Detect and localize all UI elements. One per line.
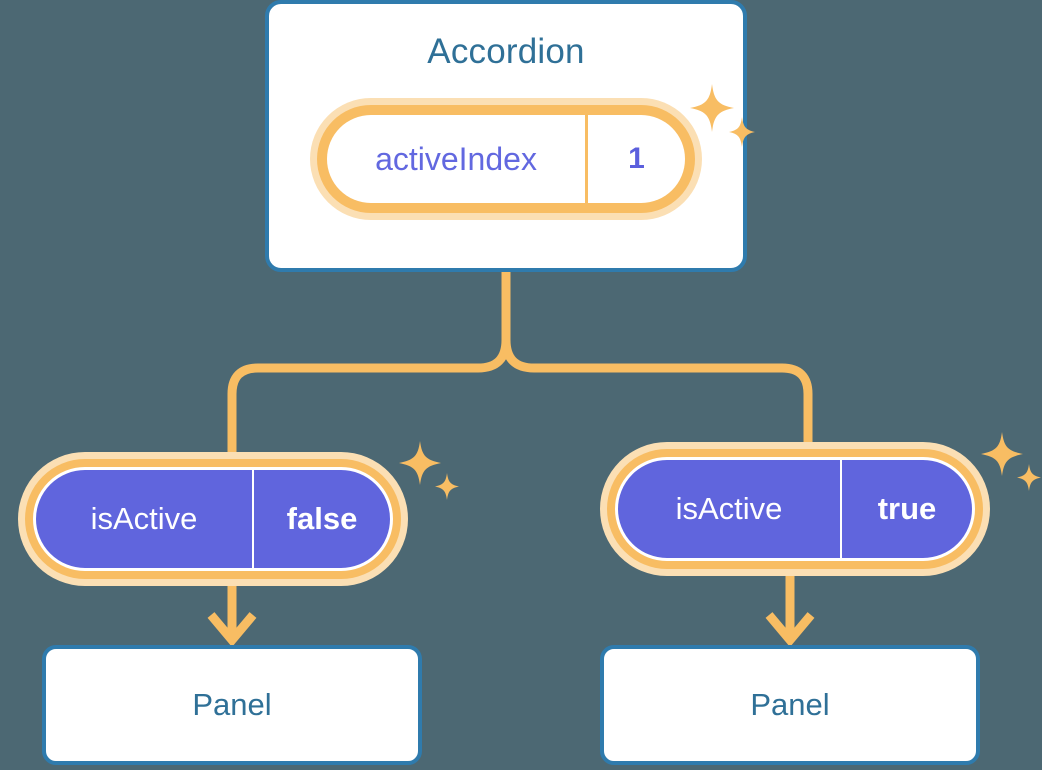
state-key-label: activeIndex (375, 140, 537, 177)
state-pill-isactive-right[interactable]: isActive true (615, 457, 975, 561)
panel-card-right[interactable]: Panel (600, 645, 980, 765)
arrow-down-icon-right (765, 612, 815, 647)
state-pill-isactive-left[interactable]: isActive false (33, 467, 393, 571)
arrow-down-icon-left (207, 612, 257, 647)
panel-title: Panel (192, 687, 272, 722)
state-pill-divider (585, 115, 588, 203)
state-key-label: isActive (675, 491, 783, 526)
state-pill-divider (252, 470, 254, 568)
state-key-label: isActive (90, 501, 198, 536)
state-value-label: true (877, 491, 937, 526)
state-pill-activeindex[interactable]: activeIndex 1 (327, 115, 685, 203)
panel-title: Panel (750, 687, 830, 722)
state-value-label: 1 (628, 142, 645, 175)
state-value-label: false (286, 501, 358, 536)
connector-branch-right (501, 339, 813, 458)
connector-branch-left (227, 339, 511, 468)
page-title: Accordion (427, 32, 585, 71)
state-pill-divider (840, 460, 842, 558)
panel-card-left[interactable]: Panel (42, 645, 422, 765)
